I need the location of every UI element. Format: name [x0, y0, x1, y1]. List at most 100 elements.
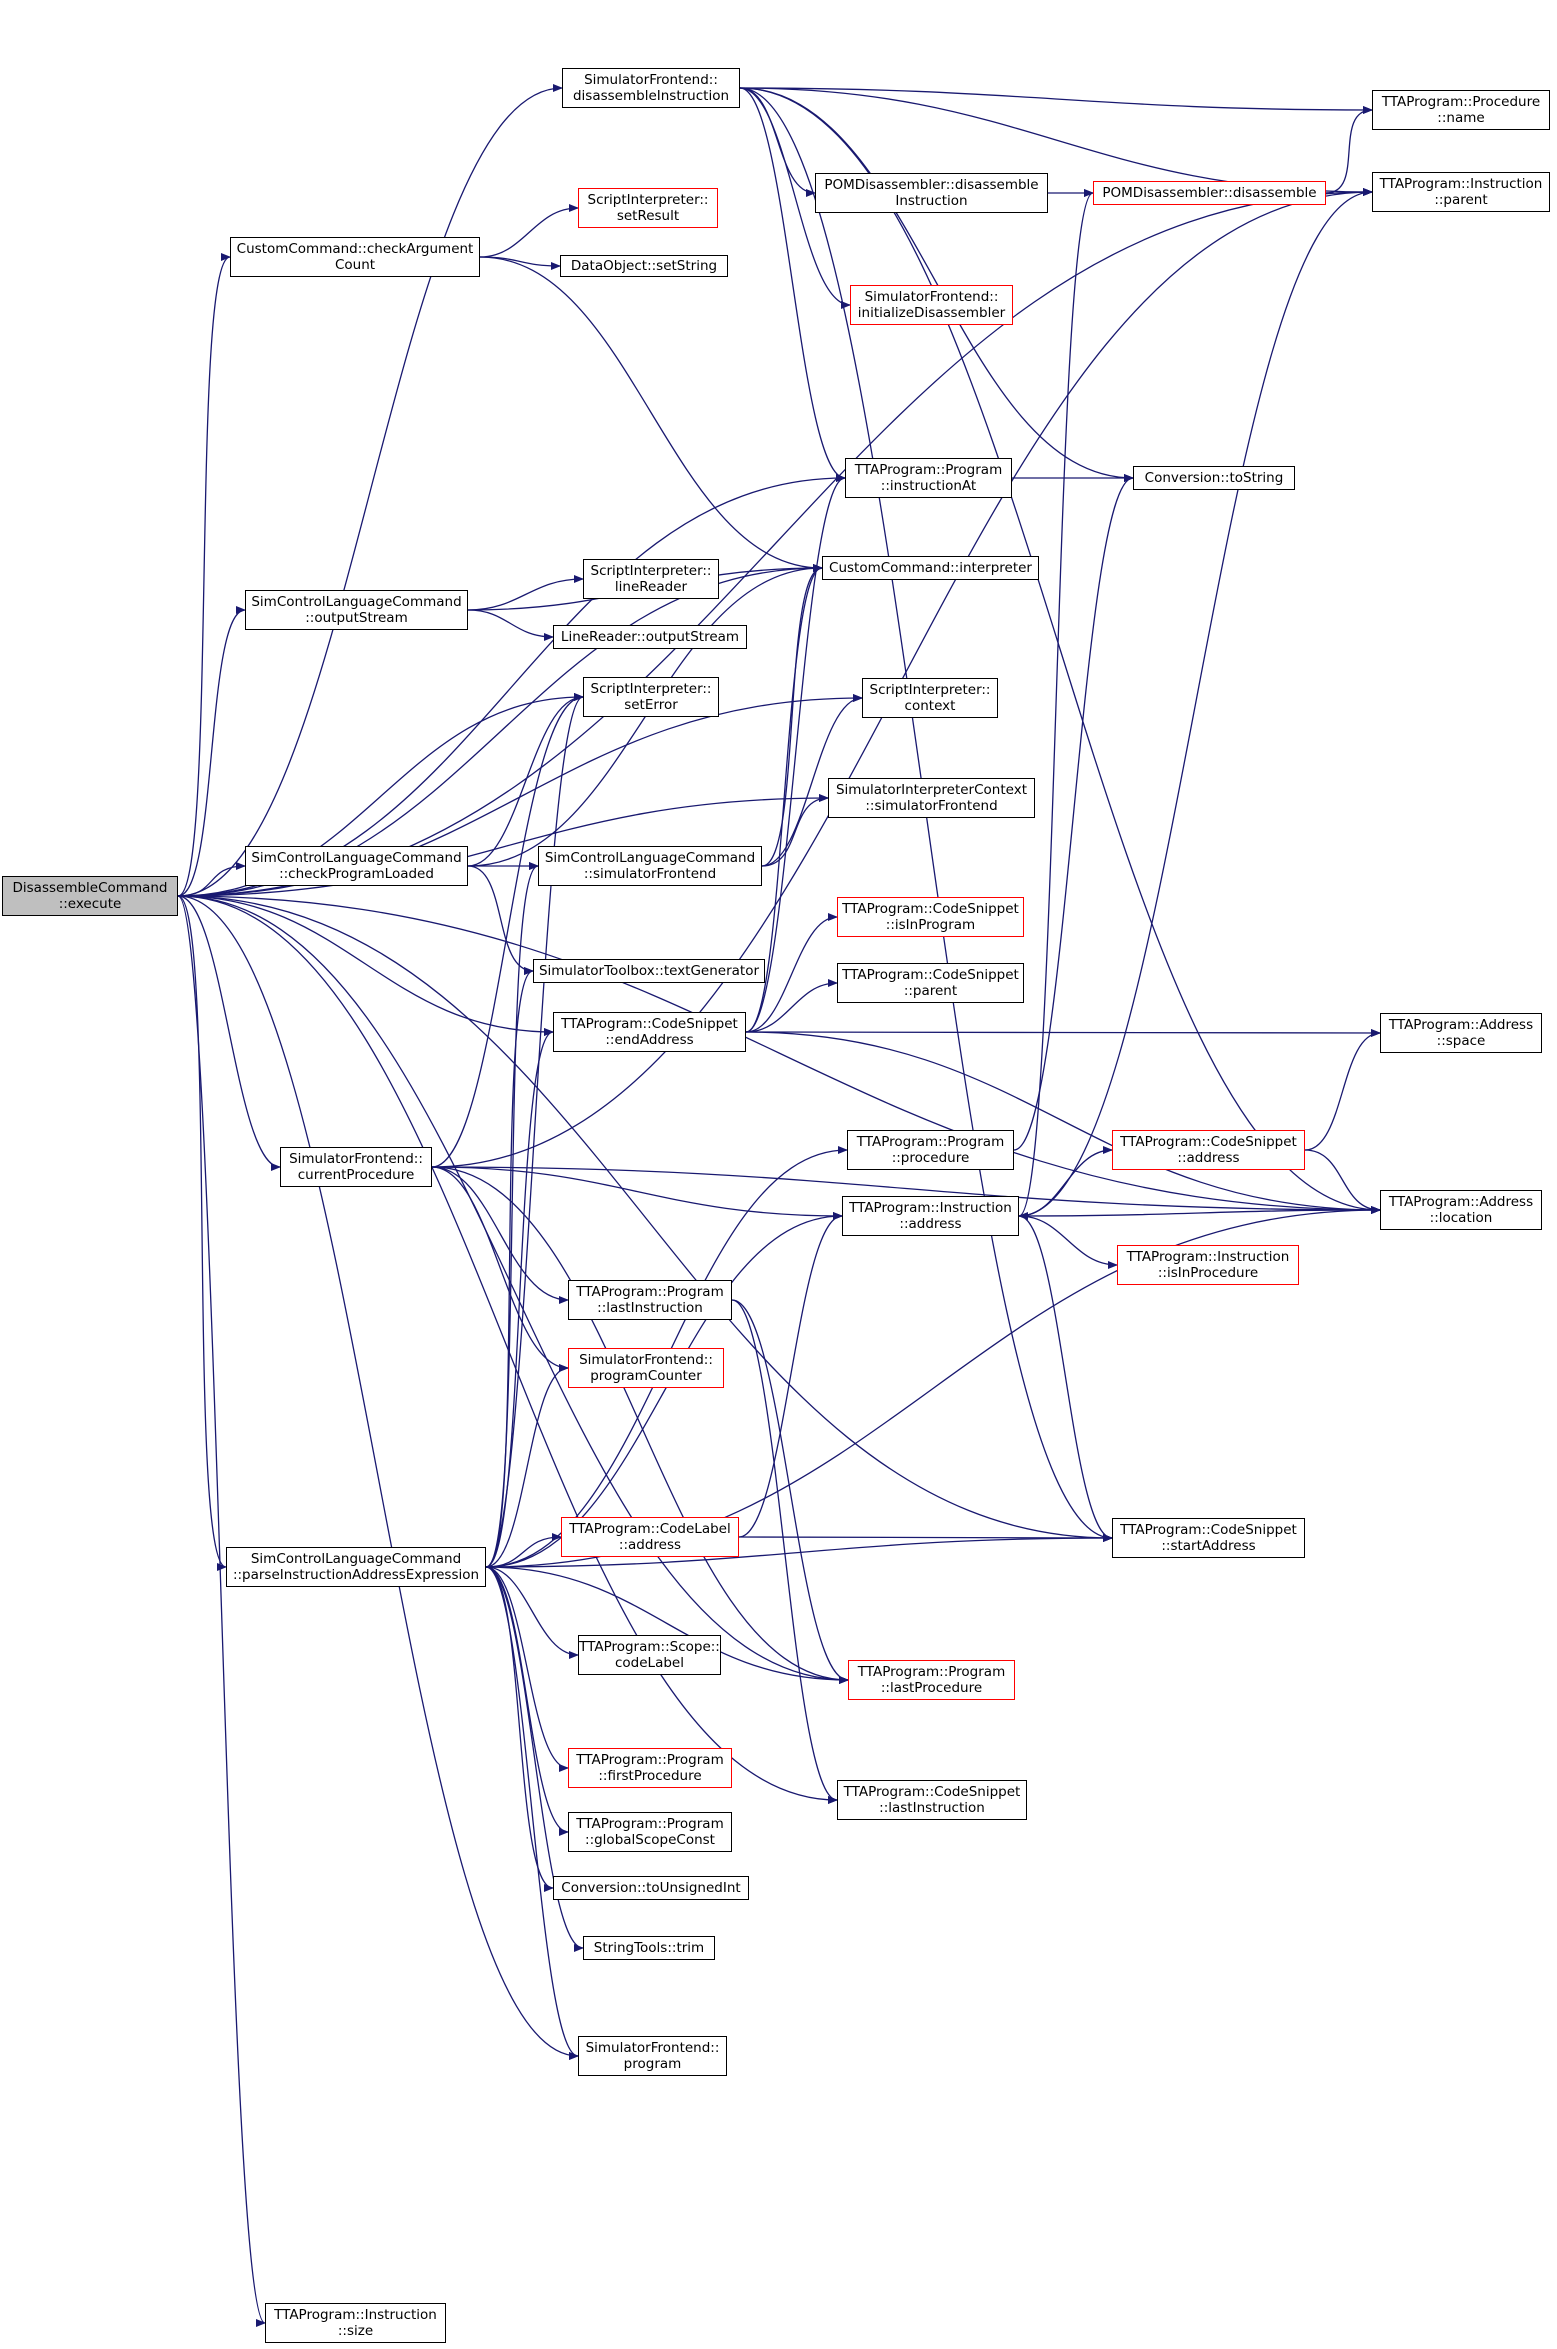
edge-n34-n37	[485, 1566, 579, 1659]
edge-n0-n30	[177, 895, 1381, 1214]
node-label-line: ::space	[1436, 1033, 1486, 1049]
node-customcommand-interpreter[interactable]: CustomCommand::interpreter	[822, 556, 1039, 580]
node-instruction-address[interactable]: TTAProgram::Instruction::address	[842, 1196, 1019, 1236]
node-label-line: TTAProgram::Scope::	[579, 1639, 720, 1655]
node-simcontrollanguagecommand-checkprogramloaded[interactable]: SimControlLanguageCommand::checkProgramL…	[245, 846, 468, 886]
node-simulatorfrontend-currentprocedure[interactable]: SimulatorFrontend::currentProcedure	[280, 1147, 432, 1187]
edge-n26-n38	[431, 1166, 849, 1684]
edge-n34-n33	[485, 1364, 569, 1568]
node-label-line: SimulatorInterpreterContext	[835, 782, 1027, 798]
node-label-line: codeLabel	[615, 1655, 684, 1671]
edge-n24-n10	[745, 474, 846, 1033]
node-label-line: CustomCommand::interpreter	[829, 560, 1032, 576]
node-simcontrollanguagecommand-parseinstructionaddressexpression[interactable]: SimControlLanguageCommand::parseInstruct…	[226, 1547, 486, 1587]
node-simulatortoolbox-textgenerator[interactable]: SimulatorToolbox::textGenerator	[533, 959, 765, 983]
node-label-line: TTAProgram::CodeLabel	[569, 1521, 731, 1537]
edge-n34-n36	[485, 1534, 1113, 1568]
node-codesnippet-isinprogram[interactable]: TTAProgram::CodeSnippet::isInProgram	[837, 897, 1024, 937]
edge-n0-n1	[177, 84, 563, 897]
edge-n34-n22	[485, 967, 534, 1568]
node-label-line: ::lastInstruction	[597, 1300, 703, 1316]
node-label-line: CustomCommand::checkArgument	[236, 241, 474, 257]
edge-n28-n25	[1304, 1029, 1381, 1151]
node-instruction-parent[interactable]: TTAProgram::Instruction::parent	[1372, 172, 1550, 212]
node-procedure-name[interactable]: TTAProgram::Procedure::name	[1372, 90, 1550, 130]
node-label-line: setError	[624, 697, 678, 713]
node-instruction-isinprocedure[interactable]: TTAProgram::Instruction::isInProcedure	[1117, 1245, 1299, 1285]
node-codesnippet-parent[interactable]: TTAProgram::CodeSnippet::parent	[837, 963, 1024, 1003]
edge-n26-n30	[431, 1166, 1381, 1214]
node-simulatorinterpretercontext-simulatorfrontend[interactable]: SimulatorInterpreterContext::simulatorFr…	[828, 778, 1035, 818]
edge-n34-n20	[485, 862, 539, 1568]
node-label-line: SimulatorFrontend::	[864, 289, 999, 305]
node-codesnippet-startaddress[interactable]: TTAProgram::CodeSnippet::startAddress	[1112, 1518, 1305, 1558]
edge-n20-n17	[761, 694, 863, 867]
node-program-lastinstruction[interactable]: TTAProgram::Program::lastInstruction	[568, 1280, 732, 1320]
edge-n27-n11	[1013, 474, 1134, 1151]
node-label-line: ScriptInterpreter::	[590, 563, 712, 579]
node-program-procedure[interactable]: TTAProgram::Program::procedure	[847, 1130, 1014, 1170]
edge-n0-n12	[177, 606, 246, 897]
node-instruction-size[interactable]: TTAProgram::Instruction::size	[265, 2303, 446, 2343]
node-address-space[interactable]: TTAProgram::Address::space	[1380, 1013, 1542, 1053]
node-codesnippet-endaddress[interactable]: TTAProgram::CodeSnippet::endAddress	[553, 1012, 746, 1052]
edge-n0-n40	[177, 895, 838, 1804]
edge-n34-n39	[485, 1566, 569, 1772]
node-dataobject-setstring[interactable]: DataObject::setString	[560, 255, 728, 277]
edge-n0-n34	[177, 895, 227, 1571]
node-simulatorfrontend-initializedisassembler[interactable]: SimulatorFrontend::initializeDisassemble…	[850, 285, 1013, 325]
node-disassemblecommand-execute[interactable]: DisassembleCommand::execute	[2, 876, 178, 916]
node-label-line: TTAProgram::Program	[576, 1284, 724, 1300]
node-linereader-outputstream[interactable]: LineReader::outputStream	[553, 625, 747, 649]
edge-n34-n41	[485, 1566, 569, 1836]
node-label-line: ::isInProgram	[885, 917, 976, 933]
node-label-line: TTAProgram::CodeSnippet	[842, 901, 1019, 917]
node-codesnippet-address[interactable]: TTAProgram::CodeSnippet::address	[1112, 1130, 1305, 1170]
node-scriptinterpreter-seterror[interactable]: ScriptInterpreter::setError	[583, 677, 719, 717]
node-simulatorfrontend-program[interactable]: SimulatorFrontend::program	[578, 2036, 727, 2076]
node-label-line: POMDisassembler::disassemble	[824, 177, 1039, 193]
node-codesnippet-lastinstruction[interactable]: TTAProgram::CodeSnippet::lastInstruction	[837, 1780, 1027, 1820]
node-scriptinterpreter-linereader[interactable]: ScriptInterpreter::lineReader	[583, 559, 719, 599]
node-label-line: ::startAddress	[1161, 1538, 1256, 1554]
node-label-line: TTAProgram::Program	[854, 462, 1003, 478]
edge-n29-n31	[1018, 1215, 1118, 1269]
node-codelabel-address[interactable]: TTAProgram::CodeLabel::address	[561, 1517, 739, 1557]
node-simulatorfrontend-programcounter[interactable]: SimulatorFrontend::programCounter	[568, 1348, 724, 1388]
node-label-line: ::globalScopeConst	[585, 1832, 715, 1848]
node-label-line: ::parent	[1434, 192, 1488, 208]
edge-n34-n16	[485, 693, 584, 1568]
node-label-line: ::outputStream	[305, 610, 408, 626]
node-address-location[interactable]: TTAProgram::Address::location	[1380, 1190, 1542, 1230]
node-label-line: LineReader::outputStream	[560, 629, 740, 645]
node-label-line: currentProcedure	[297, 1167, 415, 1183]
node-scriptinterpreter-context[interactable]: ScriptInterpreter::context	[862, 678, 998, 718]
node-program-instructionat[interactable]: TTAProgram::Program::instructionAt	[845, 458, 1012, 498]
edge-n35-n36	[738, 1533, 1113, 1542]
node-label-line: POMDisassembler::disassemble	[1102, 185, 1317, 201]
node-label-line: ::execute	[58, 896, 122, 912]
node-label-line: ::parseInstructionAddressExpression	[232, 1567, 480, 1583]
node-pomdisassembler-disassemble[interactable]: POMDisassembler::disassemble	[1093, 181, 1326, 205]
node-label-line: ::lastInstruction	[879, 1800, 985, 1816]
edge-n0-n24	[177, 895, 554, 1036]
node-simulatorfrontend-disassembleinstruction[interactable]: SimulatorFrontend::disassembleInstructio…	[562, 68, 740, 108]
node-conversion-tostring[interactable]: Conversion::toString	[1133, 466, 1295, 490]
node-label-line: TTAProgram::CodeSnippet	[843, 1784, 1021, 1800]
node-label-line: ScriptInterpreter::	[590, 681, 712, 697]
node-stringtools-trim[interactable]: StringTools::trim	[583, 1936, 715, 1960]
node-simcontrollanguagecommand-outputstream[interactable]: SimControlLanguageCommand::outputStream	[245, 590, 468, 630]
node-program-firstprocedure[interactable]: TTAProgram::Program::firstProcedure	[568, 1748, 732, 1788]
node-label-line: ::lastProcedure	[880, 1680, 983, 1696]
node-label-line: TTAProgram::Procedure	[1381, 94, 1541, 110]
node-scope-codelabel[interactable]: TTAProgram::Scope::codeLabel	[578, 1635, 721, 1675]
node-program-globalscopeconst[interactable]: TTAProgram::Program::globalScopeConst	[568, 1812, 732, 1852]
node-scriptinterpreter-setresult[interactable]: ScriptInterpreter::setResult	[578, 188, 718, 228]
node-label-line: DisassembleCommand	[12, 880, 168, 896]
node-conversion-tounsignedint[interactable]: Conversion::toUnsignedInt	[553, 1876, 749, 1900]
node-program-lastprocedure[interactable]: TTAProgram::Program::lastProcedure	[848, 1660, 1015, 1700]
node-simcontrollanguagecommand-simulatorfrontend[interactable]: SimControlLanguageCommand::simulatorFron…	[538, 846, 762, 886]
